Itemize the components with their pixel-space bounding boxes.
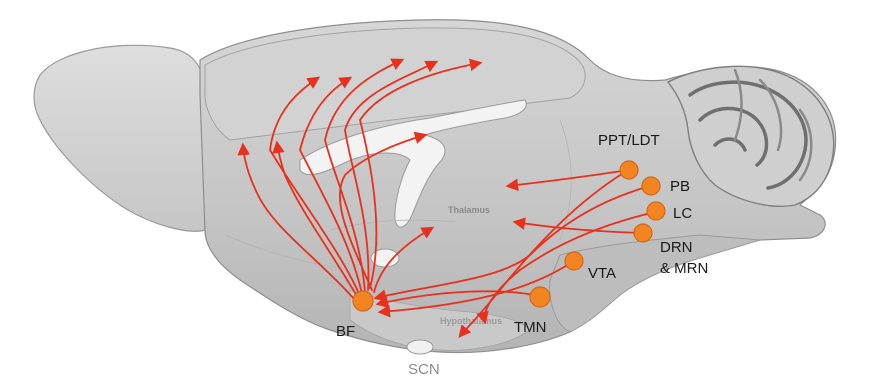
label-scn: SCN: [408, 361, 440, 378]
label-lc: LC: [673, 205, 692, 222]
nucleus-lc: [647, 202, 665, 220]
brain-outline: [34, 20, 836, 354]
label-drn: DRN: [660, 239, 693, 256]
label-bf: BF: [336, 323, 355, 340]
nucleus-vta: [565, 252, 583, 270]
nucleus-pb: [642, 177, 660, 195]
olfactory-bulb: [34, 45, 205, 231]
nucleus-ppt-ldt: [620, 161, 638, 179]
label-vta: VTA: [588, 265, 616, 282]
label-ppt-ldt: PPT/LDT: [598, 132, 660, 149]
label-mrn: & MRN: [660, 260, 708, 277]
nucleus-drn-mrn: [634, 224, 652, 242]
label-pb: PB: [670, 178, 690, 195]
nucleus-tmn: [530, 287, 550, 307]
thalamus-label: Thalamus: [448, 205, 490, 215]
nucleus-bf: [353, 291, 373, 311]
optic-chiasm: [407, 340, 433, 354]
label-tmn: TMN: [514, 319, 547, 336]
